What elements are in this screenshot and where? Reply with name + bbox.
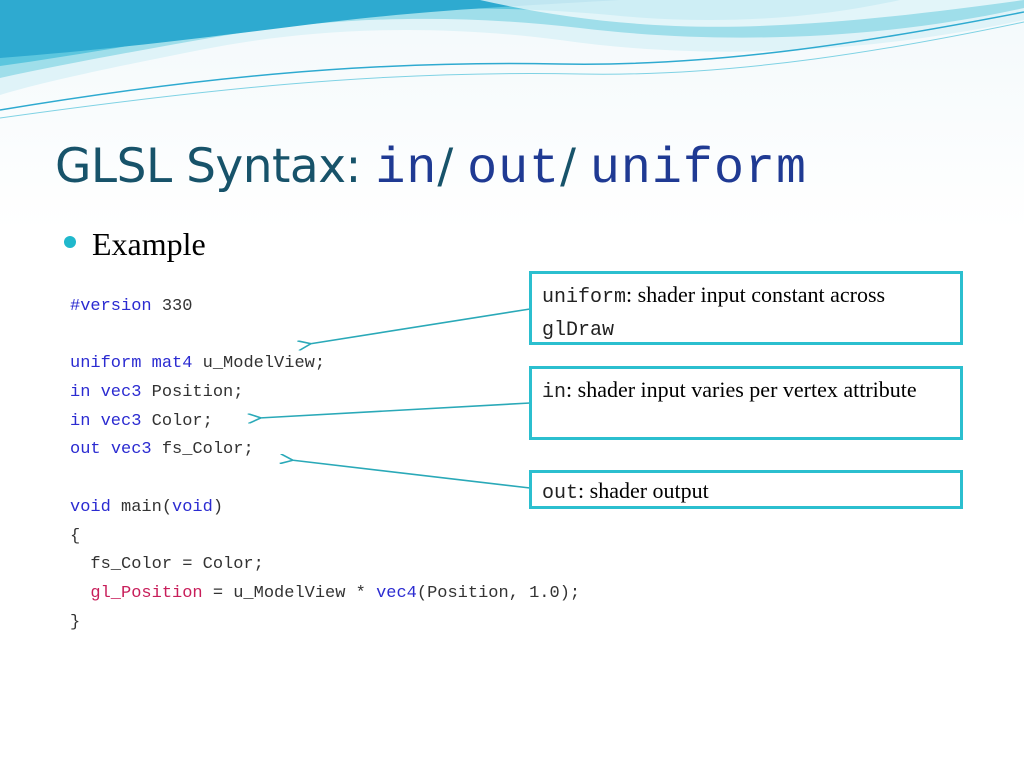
- bullet-text: Example: [92, 225, 206, 262]
- title-prefix: GLSL Syntax:: [55, 139, 376, 194]
- code-keyword: vec3: [100, 383, 142, 403]
- code-line: in vec3 Color;: [70, 408, 580, 437]
- callout-uniform: uniform: shader input constant across gl…: [529, 271, 963, 345]
- bullet-dot-icon: [64, 236, 76, 248]
- code-text: = u_ModelView *: [202, 583, 377, 603]
- code-keyword: vec3: [100, 411, 142, 431]
- code-keyword: vec4: [376, 583, 417, 603]
- code-keyword: in: [70, 383, 91, 403]
- code-text: {: [70, 526, 81, 546]
- code-keyword: void: [70, 497, 111, 517]
- code-text: }: [70, 612, 81, 632]
- code-text: [101, 440, 111, 459]
- code-keyword: void: [172, 497, 213, 517]
- callout-out-keyword: out: [542, 482, 579, 505]
- code-line: out vec3 fs_Color;: [70, 436, 580, 465]
- bullet-item: Example: [64, 222, 206, 266]
- code-text: [70, 584, 90, 603]
- code-line: }: [70, 609, 580, 638]
- code-text: [90, 383, 100, 402]
- code-text: ): [212, 497, 224, 517]
- code-builtin: gl_Position: [90, 583, 203, 603]
- title-keyword-uniform: uniform: [589, 141, 807, 198]
- callout-uniform-text: : shader input constant across: [626, 282, 886, 307]
- title-keyword-out: out: [467, 141, 561, 198]
- code-line: gl_Position = u_ModelView * vec4(Positio…: [70, 580, 580, 609]
- code-text: fs_Color = Color;: [70, 555, 264, 575]
- title-keyword-in: in: [375, 141, 438, 198]
- callout-out: out: shader output: [529, 470, 963, 509]
- code-keyword: out: [70, 440, 101, 460]
- code-keyword: in: [70, 411, 91, 431]
- code-line: [70, 465, 580, 494]
- title-slash: /: [437, 139, 468, 194]
- code-line: [70, 322, 580, 351]
- code-keyword: mat4: [151, 354, 193, 374]
- callout-out-text: : shader output: [578, 478, 709, 503]
- code-text: 330: [151, 297, 193, 316]
- callout-uniform-keyword: uniform: [542, 286, 627, 309]
- code-line: in vec3 Position;: [70, 379, 580, 408]
- code-line: void main(void): [70, 494, 580, 523]
- callout-uniform-keyword2: glDraw: [542, 319, 615, 342]
- code-text: u_ModelView;: [192, 354, 326, 374]
- callout-in-keyword: in: [542, 381, 567, 404]
- code-text: fs_Color;: [151, 440, 254, 460]
- header-waves-decoration: [0, 0, 1024, 119]
- code-text: [141, 354, 151, 373]
- slide-title: GLSL Syntax: in/ out/ uniform: [55, 132, 807, 202]
- code-keyword: #version: [70, 297, 152, 316]
- title-slash: /: [560, 139, 590, 194]
- code-line: {: [70, 523, 580, 552]
- callout-in: in: shader input varies per vertex attri…: [529, 366, 963, 440]
- code-line: uniform mat4 u_ModelView;: [70, 350, 580, 379]
- code-text: Color;: [141, 411, 213, 431]
- callout-in-text: : shader input varies per vertex attribu…: [566, 377, 917, 402]
- code-text: [90, 412, 100, 431]
- code-line: #version 330: [70, 293, 580, 322]
- code-text: main(: [110, 497, 173, 517]
- code-text: Position;: [141, 383, 244, 403]
- code-keyword: vec3: [110, 440, 152, 460]
- code-keyword: uniform: [70, 354, 142, 374]
- code-line: fs_Color = Color;: [70, 551, 580, 580]
- code-text: (Position, 1.0);: [416, 583, 581, 603]
